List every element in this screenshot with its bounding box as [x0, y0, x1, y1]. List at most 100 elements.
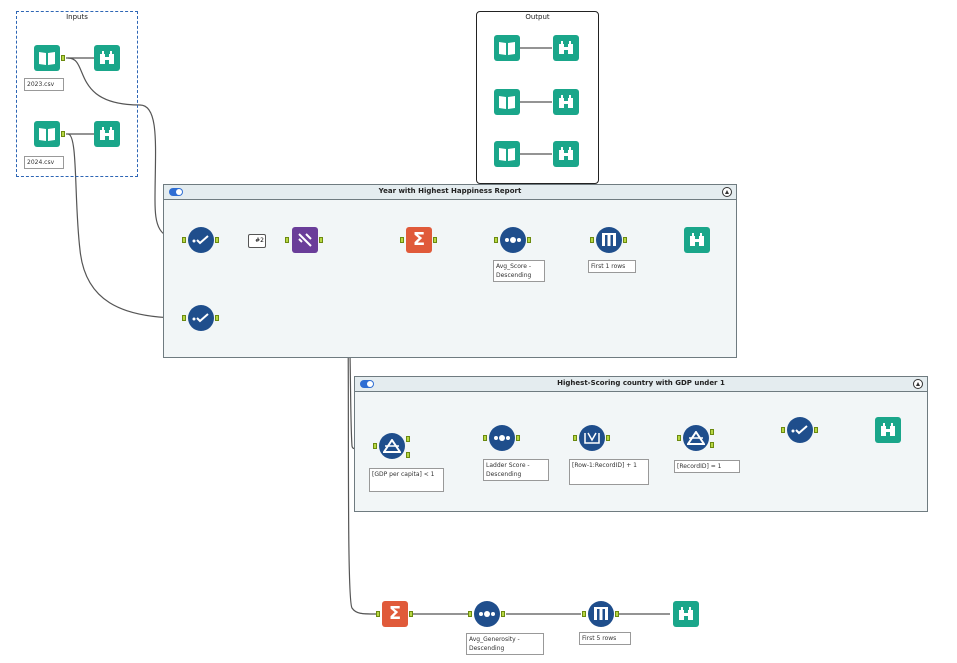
binoculars-icon	[559, 147, 573, 160]
filter-tool-1[interactable]	[379, 433, 405, 459]
collapse-button[interactable]	[722, 187, 732, 197]
output-anchor[interactable]	[61, 55, 65, 61]
false-anchor[interactable]	[710, 442, 714, 448]
sigma-icon: Σ	[388, 603, 402, 624]
inputs-box-title: Inputs	[66, 13, 88, 21]
output-anchor[interactable]	[606, 435, 610, 441]
sample-label-1: First 1 rows	[588, 260, 636, 273]
binoculars-icon	[679, 607, 693, 620]
output-anchor[interactable]	[516, 435, 520, 441]
browse-tool-2[interactable]	[94, 121, 120, 147]
browse-tool-5[interactable]	[553, 141, 579, 167]
binoculars-icon	[559, 95, 573, 108]
container-header: Highest-Scoring country with GDP under 1	[355, 377, 927, 392]
sample-label-2: First 5 rows	[579, 632, 631, 645]
browse-tool-6[interactable]	[684, 227, 710, 253]
book-icon	[39, 128, 55, 141]
input-anchor[interactable]	[677, 435, 681, 441]
filter-label-1: [GDP per capita] < 1	[369, 468, 444, 492]
sort-tool-2[interactable]	[489, 425, 515, 451]
formula-label: [Row-1:RecordID] + 1	[569, 459, 649, 485]
input-anchor[interactable]	[285, 237, 289, 243]
sort-tool-1[interactable]	[500, 227, 526, 253]
formula-icon	[584, 432, 600, 444]
output-tool-1[interactable]	[494, 35, 520, 61]
input-anchor[interactable]	[590, 237, 594, 243]
input-anchor[interactable]	[182, 315, 186, 321]
input-anchor[interactable]	[400, 237, 404, 243]
output-anchor[interactable]	[623, 237, 627, 243]
filter-label-2: [RecordID] = 1	[674, 460, 740, 473]
container-header: Year with Highest Happiness Report	[164, 185, 736, 200]
input-anchor[interactable]	[182, 237, 186, 243]
output-anchor[interactable]	[215, 237, 219, 243]
inputs-box: Inputs	[16, 11, 138, 177]
select-tool-2[interactable]	[188, 305, 214, 331]
sample-tool-1[interactable]	[596, 227, 622, 253]
output-tool-3[interactable]	[494, 141, 520, 167]
union-badge[interactable]: #2	[248, 234, 266, 248]
summarize-tool-1[interactable]: Σ	[406, 227, 432, 253]
sort-label-1: Avg_Score - Descending	[493, 260, 545, 282]
checkmark-icon	[192, 313, 209, 323]
output-anchor[interactable]	[433, 237, 437, 243]
input-anchor[interactable]	[781, 427, 785, 433]
input-anchor[interactable]	[373, 443, 377, 449]
multi-row-formula-tool[interactable]	[579, 425, 605, 451]
output-anchor[interactable]	[527, 237, 531, 243]
sort-dots-icon	[505, 237, 521, 243]
output-box-title: Output	[525, 13, 550, 21]
select-tool-1[interactable]	[188, 227, 214, 253]
book-icon	[39, 52, 55, 65]
input-anchor[interactable]	[582, 611, 586, 617]
browse-tool-7[interactable]	[875, 417, 901, 443]
container-highest-scoring-country: Highest-Scoring country with GDP under 1	[354, 376, 928, 512]
summarize-tool-2[interactable]: Σ	[382, 601, 408, 627]
filter-tool-2[interactable]	[683, 425, 709, 451]
output-tool-2[interactable]	[494, 89, 520, 115]
sort-dots-icon	[479, 611, 495, 617]
output-anchor[interactable]	[615, 611, 619, 617]
true-anchor[interactable]	[406, 436, 410, 442]
sort-dots-icon	[494, 435, 510, 441]
browse-tool-1[interactable]	[94, 45, 120, 71]
sample-icon	[602, 233, 616, 246]
collapse-button[interactable]	[913, 379, 923, 389]
binoculars-icon	[559, 41, 573, 54]
book-output-icon	[499, 42, 515, 55]
input-anchor[interactable]	[573, 435, 577, 441]
input-data-tool-1[interactable]	[34, 45, 60, 71]
filter-icon	[687, 431, 705, 445]
input-anchor[interactable]	[494, 237, 498, 243]
input-file-label-2: 2024.csv	[24, 156, 64, 169]
input-anchor[interactable]	[483, 435, 487, 441]
output-anchor[interactable]	[61, 131, 65, 137]
browse-tool-3[interactable]	[553, 35, 579, 61]
output-anchor[interactable]	[319, 237, 323, 243]
input-anchor[interactable]	[376, 611, 380, 617]
output-anchor[interactable]	[409, 611, 413, 617]
output-anchor[interactable]	[814, 427, 818, 433]
checkmark-icon	[791, 425, 808, 435]
union-badge-text: #2	[255, 237, 264, 244]
container-toggle[interactable]	[360, 380, 374, 388]
sort-label-2: Ladder Score - Descending	[483, 459, 549, 481]
container-title: Year with Highest Happiness Report	[378, 187, 522, 195]
select-tool-3[interactable]	[787, 417, 813, 443]
sample-tool-2[interactable]	[588, 601, 614, 627]
browse-tool-8[interactable]	[673, 601, 699, 627]
input-data-tool-2[interactable]	[34, 121, 60, 147]
output-anchor[interactable]	[215, 315, 219, 321]
true-anchor[interactable]	[710, 429, 714, 435]
filter-icon	[383, 439, 401, 453]
sort-tool-3[interactable]	[474, 601, 500, 627]
output-anchor[interactable]	[501, 611, 505, 617]
input-anchor[interactable]	[468, 611, 472, 617]
join-tool[interactable]	[292, 227, 318, 253]
browse-tool-4[interactable]	[553, 89, 579, 115]
container-toggle[interactable]	[169, 188, 183, 196]
book-output-icon	[499, 96, 515, 109]
false-anchor[interactable]	[406, 452, 410, 458]
input-file-label-1: 2023.csv	[24, 78, 64, 91]
book-output-icon	[499, 148, 515, 161]
